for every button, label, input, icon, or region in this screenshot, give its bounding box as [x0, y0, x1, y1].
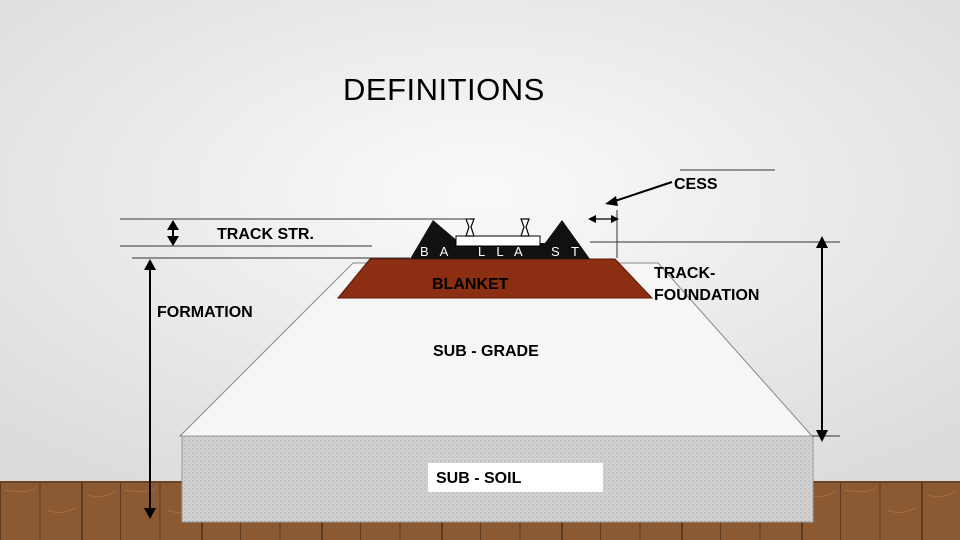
blanket-label: BLANKET: [432, 276, 509, 293]
cess-label: CESS: [674, 176, 718, 193]
page-title: DEFINITIONS: [343, 72, 545, 107]
sub-soil-label-box: [428, 463, 603, 492]
ballast-letters-right: S T: [551, 244, 583, 259]
track-foundation-line2: FOUNDATION: [654, 287, 760, 304]
cess-arrow: [611, 181, 673, 203]
track-foundation-line1: TRACK-: [654, 265, 716, 282]
ballast-layer: [410, 220, 590, 259]
rail-right: [520, 218, 530, 237]
ballast-word: B A L L A S T: [418, 244, 588, 260]
sub-grade-label: SUB - GRADE: [433, 343, 539, 360]
rail-left: [465, 218, 475, 237]
ballast-letters-middle: L L A: [478, 244, 527, 259]
sub-soil-label: SUB - SOIL: [436, 470, 522, 487]
blanket-layer: [336, 258, 654, 299]
formation-label: FORMATION: [157, 304, 253, 321]
track-foundation-label: TRACK- FOUNDATION: [654, 263, 759, 307]
sleeper: [455, 235, 541, 247]
track-structure-label: TRACK STR.: [217, 226, 314, 243]
ballast-letters-left: B A: [420, 244, 453, 259]
